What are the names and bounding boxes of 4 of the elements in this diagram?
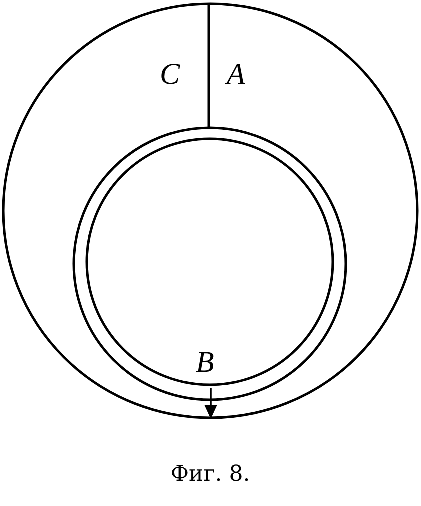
point-label: A bbox=[227, 60, 246, 90]
point-label: C bbox=[160, 60, 180, 90]
point-label: B bbox=[196, 348, 214, 378]
figure-caption: Фиг. 8. bbox=[170, 462, 250, 488]
